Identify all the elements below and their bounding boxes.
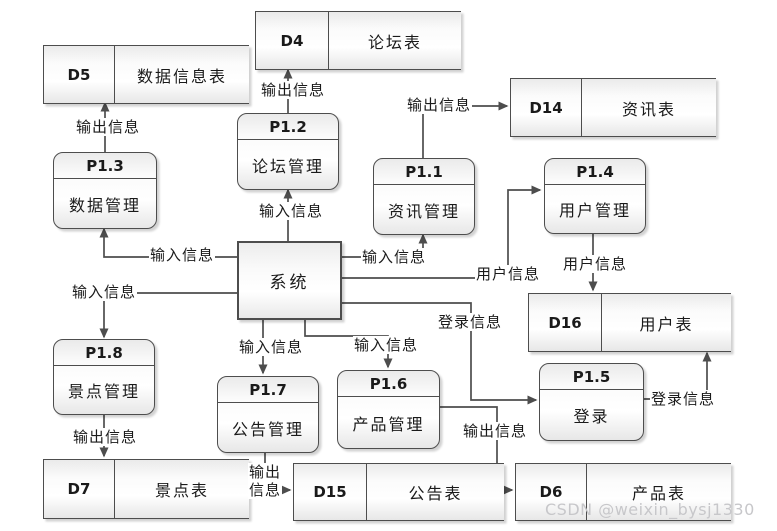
store-id: D14	[511, 79, 582, 136]
process-name: 数据管理	[68, 195, 141, 215]
process-id: P1.1	[374, 159, 474, 185]
process-p1-5: P1.5 登录	[539, 363, 644, 441]
store-id: D16	[529, 294, 602, 351]
flow-label-input: 输入信息	[352, 336, 420, 354]
process-name: 资讯管理	[387, 201, 460, 221]
flow-label-output: 输出信息	[259, 81, 327, 99]
process-name: 公告管理	[231, 419, 304, 439]
store-name: 用户表	[639, 314, 694, 334]
process-p1-6: P1.6 产品管理	[337, 370, 440, 449]
flow-label-input: 输入信息	[148, 246, 216, 264]
process-id: P1.6	[338, 371, 439, 397]
store-name: 景点表	[154, 481, 209, 500]
flow-label-output: 输出 信息	[247, 463, 283, 499]
store-id: D5	[44, 46, 115, 103]
watermark: CSDN @weixin_bysj1330	[545, 500, 755, 519]
process-name: 登录	[573, 407, 610, 426]
data-store-d16: D16 用户表	[528, 293, 731, 352]
process-p1-2: P1.2 论坛管理	[237, 113, 339, 190]
process-id: P1.4	[545, 159, 645, 185]
process-id: P1.3	[54, 153, 156, 179]
store-id: D6	[516, 464, 587, 520]
flow-label-login-info: 登录信息	[436, 313, 504, 331]
store-id: D7	[44, 460, 115, 518]
process-id: P1.8	[54, 340, 154, 366]
data-store-d7: D7 景点表	[43, 459, 249, 519]
flow-label-login-info: 登录信息	[649, 390, 717, 408]
data-store-d6: D6 产品表	[515, 463, 731, 521]
data-store-d14: D14 资讯表	[510, 78, 716, 137]
flow-label-output: 输出信息	[74, 118, 142, 136]
process-id: P1.7	[218, 377, 318, 403]
data-store-d5: D5 数据信息表	[43, 45, 249, 104]
process-p1-1: P1.1 资讯管理	[373, 158, 475, 235]
process-p1-3: P1.3 数据管理	[53, 152, 157, 229]
data-store-d4: D4 论坛表	[255, 11, 461, 70]
process-name: 产品管理	[352, 414, 425, 434]
flow-label-output: 输出信息	[71, 428, 139, 446]
store-name: 资讯表	[621, 99, 676, 119]
flow-label-output: 输出信息	[405, 96, 473, 114]
flow-label-input: 输入信息	[360, 248, 428, 266]
flow-label-user-info: 用户信息	[561, 255, 629, 273]
store-id: D4	[256, 12, 329, 69]
process-p1-4: P1.4 用户管理	[544, 158, 646, 234]
flow-label-input: 输入信息	[257, 202, 325, 220]
process-name: 用户管理	[558, 201, 631, 220]
store-name: 产品表	[631, 484, 686, 503]
flow-label-input: 输入信息	[70, 283, 138, 301]
flow-label-input: 输入信息	[237, 338, 305, 356]
process-id: P1.5	[540, 364, 643, 390]
store-name: 公告表	[408, 484, 463, 503]
store-name: 数据信息表	[136, 66, 227, 86]
store-name: 论坛表	[367, 32, 422, 52]
system-process: 系统	[237, 241, 342, 320]
process-id: P1.2	[238, 114, 338, 140]
process-name: 景点管理	[67, 382, 140, 401]
process-p1-7: P1.7 公告管理	[217, 376, 319, 453]
data-store-d15: D15 公告表	[293, 463, 504, 521]
process-name: 论坛管理	[251, 156, 324, 176]
process-p1-8: P1.8 景点管理	[53, 339, 155, 415]
flow-label-user-info: 用户信息	[474, 265, 542, 283]
store-id: D15	[294, 464, 367, 520]
flow-label-output: 输出信息	[461, 422, 529, 440]
